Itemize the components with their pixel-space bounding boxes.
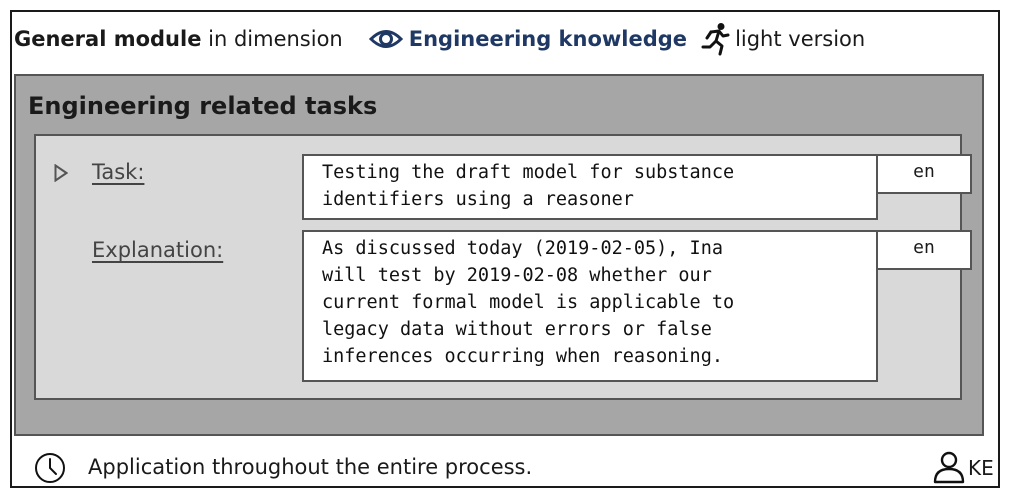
application-text: Application throughout the entire proces… xyxy=(88,455,533,479)
task-label: Task: xyxy=(92,160,145,184)
user-initials: KE xyxy=(968,456,994,480)
tasks-section: Engineering related tasks Task: Testing … xyxy=(14,74,984,436)
explanation-text-field[interactable]: As discussed today (2019-02-05), Ina wil… xyxy=(302,230,878,382)
dimension-name: Engineering knowledge xyxy=(408,27,688,51)
card-header: General module in dimension Engineering … xyxy=(14,22,865,56)
section-title: Engineering related tasks xyxy=(28,92,378,120)
task-panel: Task: Testing the draft model for substa… xyxy=(34,134,972,400)
runner-icon xyxy=(701,23,730,56)
explanation-lang-field[interactable]: en xyxy=(876,230,972,270)
task-text-field[interactable]: Testing the draft model for substance id… xyxy=(302,154,878,220)
eye-icon xyxy=(368,30,403,48)
explanation-label: Explanation: xyxy=(92,238,224,262)
in-dimension-text: in dimension xyxy=(208,27,343,51)
play-triangle-icon[interactable] xyxy=(54,164,68,182)
user-icon xyxy=(933,451,965,484)
module-name: General module xyxy=(14,27,202,51)
task-lang-field[interactable]: en xyxy=(876,154,972,194)
version-text: light version xyxy=(735,27,866,51)
clock-icon xyxy=(35,453,65,483)
